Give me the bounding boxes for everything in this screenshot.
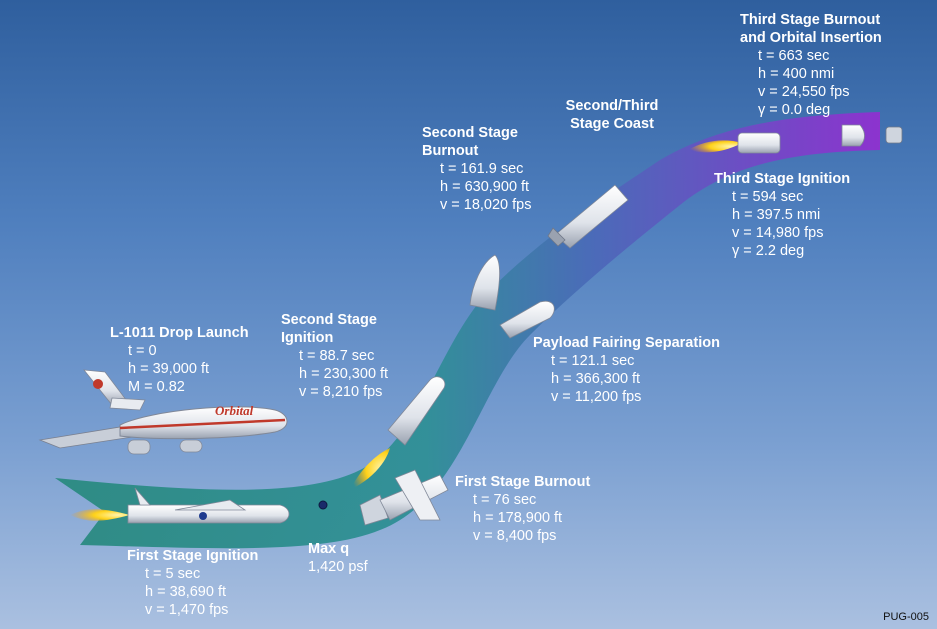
second-stage-ignition-rocket — [350, 376, 446, 490]
label-line: t = 0 — [128, 343, 157, 359]
label-line: 1,420 psf — [308, 559, 368, 575]
label-title: Ignition — [281, 330, 334, 346]
label-title: Payload Fairing Separation — [533, 335, 720, 351]
label-second-stage-ignition: Second Stage Ignition t = 88.7 sec h = 2… — [281, 311, 388, 401]
label-line: h = 230,300 ft — [299, 366, 389, 382]
trajectory-ribbon — [55, 112, 880, 549]
label-title: and Orbital Insertion — [740, 30, 882, 46]
label-second-stage-burnout: Second Stage Burnout t = 161.9 sec h = 6… — [422, 124, 532, 214]
label-line: γ = 0.0 deg — [758, 102, 831, 118]
label-line: v = 8,400 fps — [473, 528, 557, 544]
label-line: t = 5 sec — [145, 566, 201, 582]
label-line: v = 14,980 fps — [732, 225, 824, 241]
third-stage-ignition-rocket — [688, 132, 781, 154]
label-third-stage-ignition: Third Stage Ignition t = 594 sec h = 397… — [714, 170, 850, 260]
label-title: Stage Coast — [570, 116, 654, 132]
pegasus-first-stage-ignition — [70, 487, 290, 524]
label-line: t = 663 sec — [758, 48, 830, 64]
orbital-insertion-payload — [841, 124, 903, 147]
l1011-aircraft: Orbital — [38, 369, 288, 455]
label-line: v = 18,020 fps — [440, 197, 532, 213]
label-line: h = 400 nmi — [758, 66, 835, 82]
label-line: t = 76 sec — [473, 492, 537, 508]
label-line: h = 366,300 ft — [551, 371, 641, 387]
label-first-stage-ignition: First Stage Ignition t = 5 sec h = 38,69… — [127, 547, 258, 619]
label-title: Max q — [308, 541, 350, 557]
aircraft-logo: Orbital — [215, 403, 254, 418]
label-line: t = 161.9 sec — [440, 161, 524, 177]
label-title: Third Stage Burnout — [740, 12, 881, 28]
label-line: M = 0.82 — [128, 379, 185, 395]
max-q-marker — [318, 500, 328, 510]
label-line: h = 38,690 ft — [145, 584, 227, 600]
label-title: L-1011 Drop Launch — [110, 325, 249, 341]
label-line: v = 1,470 fps — [145, 602, 229, 618]
label-line: v = 11,200 fps — [551, 389, 642, 405]
label-l1011-drop-launch: L-1011 Drop Launch t = 0 h = 39,000 ft M… — [110, 324, 249, 396]
label-line: t = 88.7 sec — [299, 348, 375, 364]
label-line: t = 594 sec — [732, 189, 804, 205]
label-line: γ = 2.2 deg — [732, 243, 805, 259]
label-second-third-stage-coast: Second/Third Stage Coast — [555, 97, 669, 133]
label-title: Second Stage — [422, 125, 518, 141]
document-id: PUG-005 — [883, 611, 929, 623]
separated-first-stage — [359, 469, 449, 526]
label-third-stage-burnout: Third Stage Burnout and Orbital Insertio… — [740, 11, 900, 119]
label-line: v = 8,210 fps — [299, 384, 383, 400]
payload-fairing-halves — [469, 254, 555, 339]
second-stage-burnout-rocket — [547, 184, 629, 249]
label-line: t = 121.1 sec — [551, 353, 635, 369]
label-title: Burnout — [422, 143, 479, 159]
label-title: First Stage Ignition — [127, 548, 259, 564]
label-line: h = 630,900 ft — [440, 179, 530, 195]
label-title: Third Stage Ignition — [714, 171, 851, 187]
label-payload-fairing-separation: Payload Fairing Separation t = 121.1 sec… — [533, 334, 720, 406]
label-max-q: Max q 1,420 psf — [308, 540, 368, 576]
label-title: Second/Third — [565, 98, 659, 114]
label-line: h = 39,000 ft — [128, 361, 210, 377]
label-title: Second Stage — [281, 312, 377, 328]
label-line: h = 397.5 nmi — [732, 207, 821, 223]
label-title: First Stage Burnout — [455, 474, 591, 490]
label-first-stage-burnout: First Stage Burnout t = 76 sec h = 178,9… — [455, 473, 590, 545]
label-line: h = 178,900 ft — [473, 510, 563, 526]
label-line: v = 24,550 fps — [758, 84, 850, 100]
